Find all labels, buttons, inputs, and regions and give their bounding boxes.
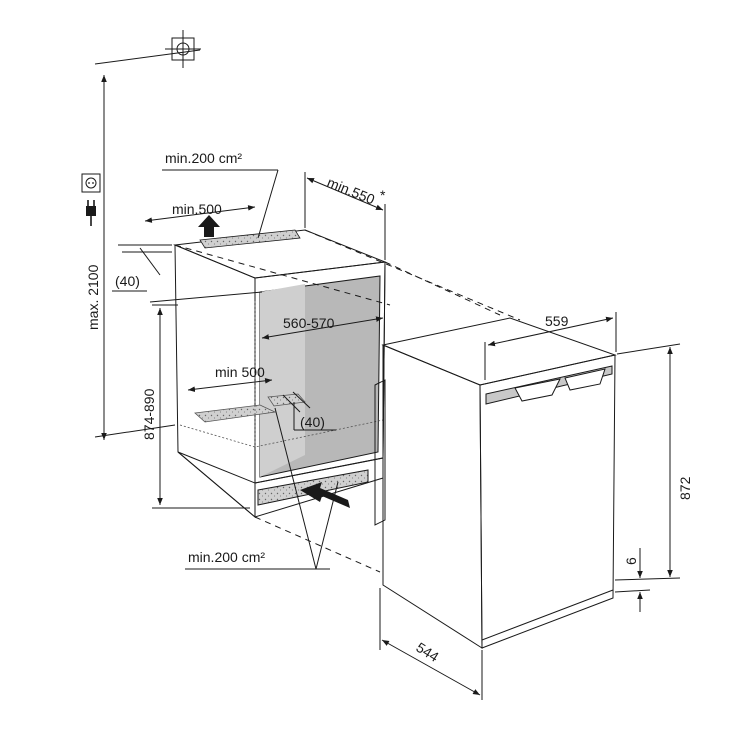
crosshair-icon (165, 30, 201, 68)
vent-bottom-label: min.200 cm² (188, 549, 265, 565)
min-500-top-dimension-line (144, 205, 256, 223)
projection-line (254, 516, 381, 573)
floor-reference-line (94, 424, 176, 438)
projection-line (174, 244, 391, 306)
height-872-label: 872 (677, 476, 693, 500)
socket-icon (81, 173, 101, 193)
width-559-dimension-line (487, 316, 614, 347)
vent-top-label: min.200 cm² (165, 150, 242, 166)
ceiling-reference-line (94, 49, 201, 65)
offset-top-label: (40) (115, 273, 140, 289)
depth-544-dimension-line (381, 639, 481, 696)
min-550-label: min.550 (325, 174, 377, 208)
appliance (374, 317, 617, 649)
min-500-mid-dimension-line (187, 378, 273, 392)
offset-mid-label: (40) (300, 414, 325, 430)
niche-width-label: 560-570 (283, 315, 335, 331)
min-500-top-label: min.500 (172, 201, 222, 217)
min-500-mid-label: min 500 (215, 364, 265, 380)
airflow-arrow-in-icon (300, 482, 350, 508)
depth-550-dimension-line (306, 177, 384, 211)
top-vent-grille (199, 229, 301, 249)
gap-6-label: 6 (623, 557, 639, 565)
depth-544-label: 544 (413, 639, 441, 665)
projection-line (304, 229, 521, 321)
max-height-label: max. 2100 (85, 264, 101, 330)
plug-icon (86, 200, 96, 226)
door-handle (514, 378, 561, 402)
niche-width-dimension-line (261, 316, 384, 340)
asterisk-label: * (380, 187, 386, 203)
niche-cabinet (173, 229, 386, 519)
airflow-arrow-up-icon (198, 215, 220, 237)
niche-height-label: 874-890 (141, 388, 157, 440)
width-559-label: 559 (545, 313, 569, 329)
projection-line (384, 261, 501, 316)
